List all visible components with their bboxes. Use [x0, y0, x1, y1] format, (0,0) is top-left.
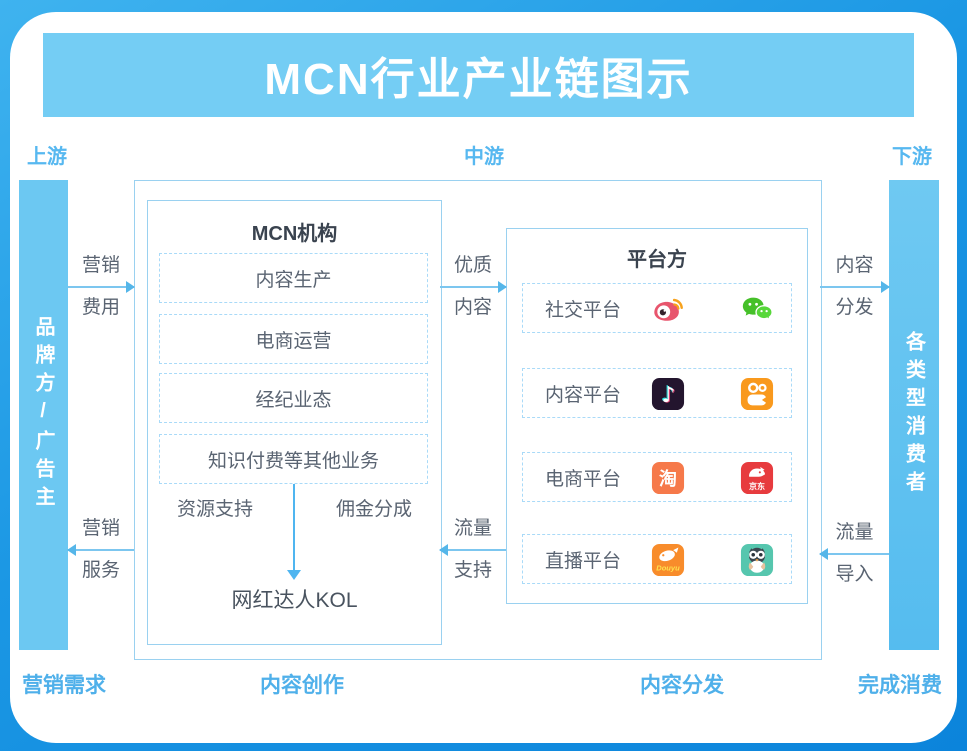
title-banner: MCN行业产业链图示 [43, 33, 914, 117]
platform-row-livestream: 直播平台 Douyu [522, 534, 792, 584]
flow-traffic-import-arrow-icon [819, 548, 889, 560]
platform-row-content: 内容平台 ♪ ♪ ♪ [522, 368, 792, 418]
flow-quality-content: 优质 内容 [440, 254, 507, 320]
section-label-downstream: 下游 [892, 146, 932, 168]
svg-text:京东: 京东 [749, 481, 765, 491]
douyin-icon: ♪ ♪ ♪ [651, 377, 685, 411]
mcn-item-ecommerce-operation: 电商运营 [159, 314, 428, 364]
flow-traffic-support-arrow-icon [439, 544, 506, 556]
consumer-label: 各类型消费者 [902, 331, 925, 499]
platform-box-title: 平台方 [627, 249, 687, 271]
svg-text:♪: ♪ [660, 382, 674, 407]
mcn-box-title: MCN机构 [251, 223, 338, 245]
flow-content-distribution: 内容 分发 [820, 254, 890, 320]
flow-marketing-service-arrow-icon [67, 544, 134, 556]
kuaishou-icon [740, 377, 774, 411]
flow-content-distribution-arrow-icon [820, 281, 890, 293]
mcn-item-content-production: 内容生产 [159, 253, 428, 303]
wechat-icon [740, 292, 774, 326]
mcn-agency-box: MCN机构 内容生产 电商运营 经纪业态 知识付费等其他业务 资源支持 佣金分成… [147, 200, 442, 645]
kol-label: 网红达人KOL [231, 589, 358, 612]
platform-row-social: 社交平台 [522, 283, 792, 333]
bottom-label-content-distribution: 内容分发 [640, 674, 724, 697]
flow-traffic-support: 流量 支持 [439, 517, 506, 583]
mcn-item-knowledge-payment: 知识付费等其他业务 [159, 434, 428, 484]
mcn-item-agency-business: 经纪业态 [159, 373, 428, 423]
owl-icon [740, 543, 774, 577]
resource-support-label: 资源支持 [177, 499, 254, 520]
flow-marketing-fee: 营销 费用 [68, 254, 135, 320]
bottom-label-complete-consumption: 完成消费 [858, 674, 942, 697]
flow-traffic-import: 流量 导入 [819, 521, 889, 587]
douyu-icon: Douyu [651, 543, 685, 577]
platform-box: 平台方 社交平台 [506, 228, 808, 604]
section-label-upstream: 上游 [27, 146, 67, 168]
kol-arrow-head-icon [287, 570, 301, 580]
brand-advertiser-label: 品牌方/广告主 [32, 316, 54, 514]
content-platform-label: 内容平台 [545, 384, 622, 406]
svg-text:♪: ♪ [662, 384, 676, 409]
weibo-icon [651, 292, 685, 326]
section-label-midstream: 中游 [464, 146, 504, 168]
midstream-container-box [134, 180, 822, 660]
consumer-bar: 各类型消费者 [889, 180, 939, 650]
social-platform-label: 社交平台 [545, 299, 622, 321]
platform-row-ecommerce: 电商平台 淘 京东 [522, 452, 792, 502]
commission-share-label: 佣金分成 [335, 499, 412, 520]
flow-quality-content-arrow-icon [440, 281, 507, 293]
kol-arrow-line [293, 484, 295, 572]
page-title: MCN行业产业链图示 [264, 55, 693, 104]
svg-text:♪: ♪ [661, 383, 675, 408]
bottom-label-marketing-demand: 营销需求 [22, 674, 106, 697]
brand-advertiser-bar: 品牌方/广告主 [19, 180, 68, 650]
svg-text:淘: 淘 [659, 468, 677, 489]
svg-text:Douyu: Douyu [656, 563, 680, 572]
ecommerce-platform-label: 电商平台 [545, 468, 622, 490]
livestream-platform-label: 直播平台 [545, 550, 622, 572]
flow-marketing-fee-arrow-icon [68, 281, 135, 293]
flow-marketing-service: 营销 服务 [67, 517, 134, 583]
jd-icon: 京东 [740, 461, 774, 495]
taobao-icon: 淘 [651, 461, 685, 495]
bottom-label-content-creation: 内容创作 [260, 674, 344, 697]
